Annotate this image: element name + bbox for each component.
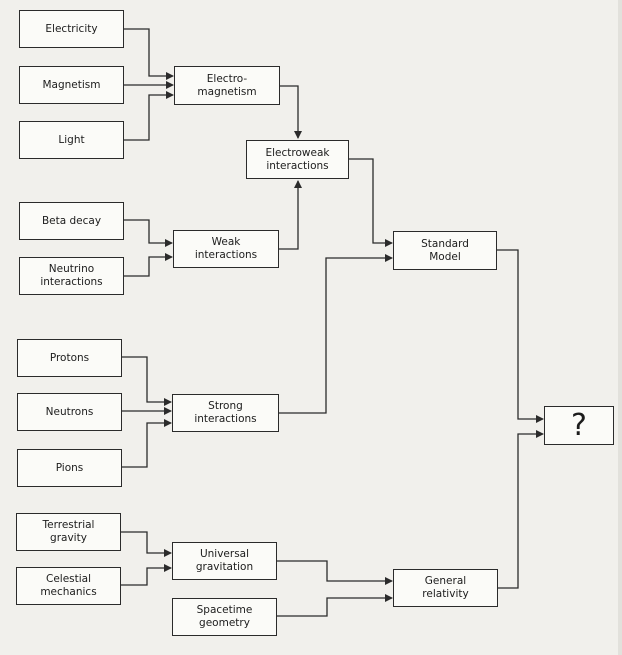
node-celestial-mechanics: Celestial mechanics [16,567,121,605]
connector-electromagnetism-electroweak [280,85,302,139]
connector-electricity-electromagnetism [124,28,174,80]
connector-beta-weak [124,219,173,247]
connector-relativity-unknown [498,430,544,589]
connector-weak-electroweak [279,180,302,250]
connector-standard-unknown [497,249,544,423]
connector-celestial-universal [121,564,172,586]
connector-strong-standard [279,254,393,414]
connector-electroweak-standard [349,158,393,247]
node-pions: Pions [17,449,122,487]
node-light: Light [19,121,124,159]
node-weak-interactions: Weak interactions [173,230,279,268]
connector-pions-strong [122,419,172,468]
connector-protons-strong [122,356,172,406]
node-spacetime-geometry: Spacetime geometry [172,598,277,636]
node-terrestrial-gravity: Terrestrial gravity [16,513,121,551]
node-electricity: Electricity [19,10,124,48]
node-standard-model: Standard Model [393,231,497,270]
node-neutrons: Neutrons [17,393,122,431]
node-general-relativity: General relativity [393,569,498,607]
node-strong-interactions: Strong interactions [172,394,279,432]
connector-light-electromagnetism [124,91,174,141]
connector-universal-relativity [277,560,393,585]
node-neutrino-interactions: Neutrino interactions [19,257,124,295]
node-unknown: ? [544,406,614,445]
node-beta-decay: Beta decay [19,202,124,240]
node-electroweak: Electroweak interactions [246,140,349,179]
node-universal-gravitation: Universal gravitation [172,542,277,580]
connector-neutrino-weak [124,253,173,277]
page-edge [618,0,622,655]
connector-spacetime-relativity [277,594,393,617]
node-magnetism: Magnetism [19,66,124,104]
node-electromagnetism: Electro- magnetism [174,66,280,105]
connector-terrestrial-universal [121,531,172,557]
node-protons: Protons [17,339,122,377]
